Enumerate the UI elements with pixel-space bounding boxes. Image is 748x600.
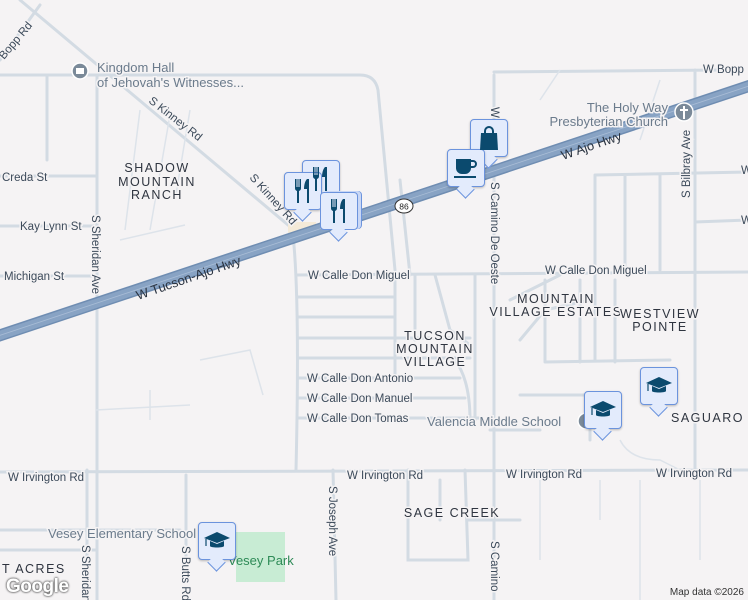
road-label-calle-don-tomas: W Calle Don Tomas xyxy=(307,413,409,425)
poi-label-vesey-park[interactable]: Vesey Park xyxy=(228,553,294,568)
road-label-w-right-2: W xyxy=(741,215,748,227)
road-label-kay-lynn-st: Kay Lynn St xyxy=(20,221,82,233)
area-label-westview: WESTVIEW xyxy=(620,307,700,321)
road-label-w-irvington-rd-4: W Irvington Rd xyxy=(656,468,732,480)
school-marker[interactable] xyxy=(584,391,622,429)
road-label-s-kinney-rd: S Kinney Rd xyxy=(146,95,204,144)
coffee-cup-icon xyxy=(454,159,477,178)
area-label-tucson-mountain: MOUNTAIN xyxy=(396,342,474,356)
area-label-saguaro: SAGUARO C xyxy=(671,411,748,425)
shopping-bag-icon xyxy=(480,126,498,150)
area-label-shadow: SHADOW xyxy=(124,161,189,175)
road-label-s-bilbray-ave: S Bilbray Ave xyxy=(681,130,693,198)
road-label-calle-don-manuel: W Calle Don Manuel xyxy=(307,393,412,405)
road-label-w-right-1: W xyxy=(741,165,748,177)
route-86-shield: 86 xyxy=(394,198,414,214)
poi-valencia-middle-school[interactable]: Valencia Middle School xyxy=(426,412,595,431)
graduation-cap-icon xyxy=(590,401,616,417)
poi-label-kingdom-hall: Kingdom Hall xyxy=(97,60,174,75)
map-attribution[interactable]: Map data ©2026 xyxy=(667,587,746,598)
graduation-cap-icon xyxy=(204,532,230,548)
shopping-marker[interactable] xyxy=(470,119,508,157)
cafe-marker[interactable] xyxy=(447,149,485,187)
road-label-calle-don-antonio: W Calle Don Antonio xyxy=(307,373,413,385)
poi-label-holy-way: The Holy Way xyxy=(587,100,669,115)
poi-holy-way-church[interactable]: The Holy Way Presbyterian Church xyxy=(548,99,694,131)
restaurant-marker[interactable] xyxy=(284,172,322,210)
route-86-label: 86 xyxy=(399,202,409,212)
area-label-shadow-ranch: RANCH xyxy=(131,188,183,202)
area-label-pointe: POINTE xyxy=(632,320,688,334)
area-label-mountain: MOUNTAIN xyxy=(517,292,595,306)
fork-knife-icon xyxy=(294,179,309,203)
road-label-calle-don-miguel-e: W Calle Don Miguel xyxy=(545,265,647,277)
road-label-bopp-rd: Bopp Rd xyxy=(0,20,35,62)
road-label-w-irvington-rd-1: W Irvington Rd xyxy=(8,472,84,484)
school-marker[interactable] xyxy=(198,522,236,560)
road-label-calle-don-miguel-w: W Calle Don Miguel xyxy=(308,270,410,282)
vesey-park-area xyxy=(236,532,285,582)
area-label-tucson: TUCSON xyxy=(404,329,466,343)
road-label-s-joseph-ave: S Joseph Ave xyxy=(326,486,338,556)
road-label-s-sheridan: S Sheridan xyxy=(79,545,91,600)
poi-label-valencia: Valencia Middle School xyxy=(427,414,561,429)
fork-knife-icon xyxy=(330,199,345,223)
road-label-s-camino: S Camino xyxy=(488,541,500,592)
area-label-village-estates: VILLAGE ESTATES xyxy=(489,305,622,319)
poi-label-presbyterian-church: Presbyterian Church xyxy=(550,114,669,129)
road-label-s-sheridan-ave: S Sheridan Ave xyxy=(89,215,101,294)
google-logo[interactable]: Google xyxy=(6,576,69,597)
area-label-sage-creek: SAGE CREEK xyxy=(404,506,500,520)
poi-label-vesey-elementary[interactable]: Vesey Elementary School xyxy=(47,525,198,543)
poi-kingdom-hall[interactable]: Kingdom Hall of Jehovah's Witnesses... xyxy=(71,59,246,92)
restaurant-marker[interactable] xyxy=(320,192,358,230)
road-label-michigan-st: Michigan St xyxy=(4,271,65,283)
road-label-s-butts-rd: S Butts Rd xyxy=(179,546,191,600)
highway-86[interactable] xyxy=(0,80,748,342)
cross-icon xyxy=(680,106,688,119)
road-label-w-bopp: W Bopp R xyxy=(703,64,748,76)
school-marker[interactable] xyxy=(640,367,678,405)
poi-label-kingdom-hall-2: of Jehovah's Witnesses... xyxy=(97,75,244,90)
road-label-w: W xyxy=(488,107,500,118)
road-label-w-tucson-ajo-hwy: W Tucson-Ajo Hwy xyxy=(134,253,243,303)
road-label-s-camino-de-oeste: S Camino De Oeste xyxy=(488,182,500,284)
road-label-w-irvington-rd-3: W Irvington Rd xyxy=(506,469,582,481)
fork-knife-icon xyxy=(312,167,327,191)
road-label-w-irvington-rd-2: W Irvington Rd xyxy=(347,470,423,482)
graduation-cap-icon xyxy=(646,377,672,393)
area-label-acres: T ACRES xyxy=(2,562,66,576)
place-of-worship-icon xyxy=(76,68,84,74)
area-label-shadow-mountain: MOUNTAIN xyxy=(118,175,196,189)
road-label-creda-st: Creda St xyxy=(2,172,48,184)
area-label-tucson-village: VILLAGE xyxy=(404,355,467,369)
